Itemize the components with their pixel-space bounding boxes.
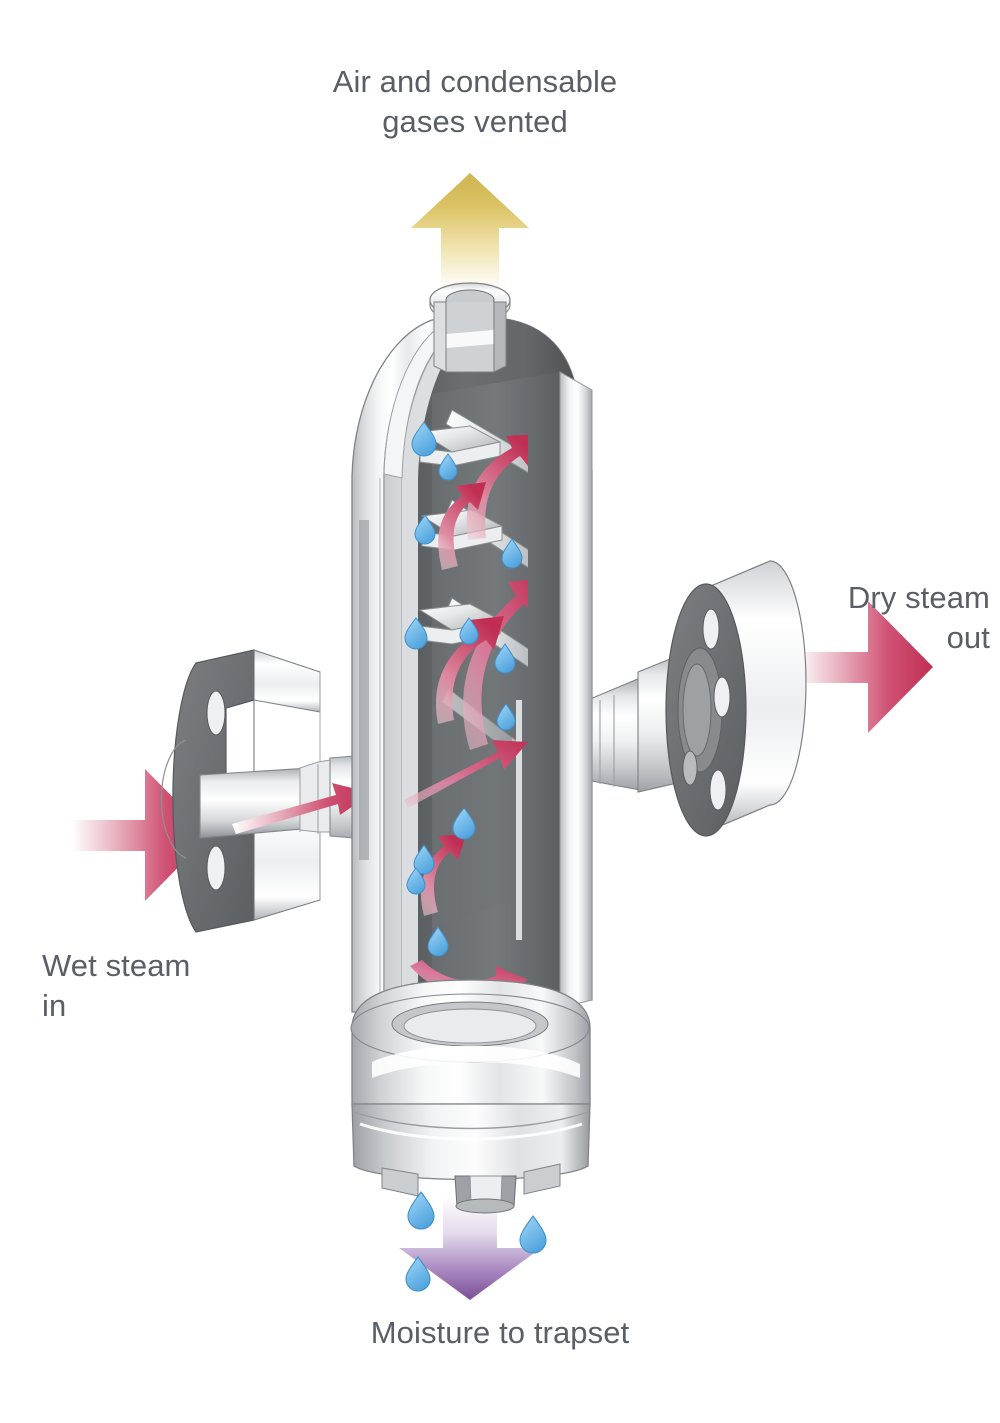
drain-arrow xyxy=(399,1196,541,1300)
label-air-and-condensable-gases-vented: Air and condensable gases vented xyxy=(332,64,618,139)
outlet-flange xyxy=(665,560,807,837)
inlet-bolt-holes xyxy=(206,690,226,891)
vent-arrow xyxy=(411,173,529,290)
outlet-arrow xyxy=(795,601,933,733)
droplets-drain xyxy=(405,1191,547,1292)
vent-nozzle xyxy=(429,282,511,373)
label-wet-steam-in: Wet steam in xyxy=(42,948,191,1023)
drain-nipple xyxy=(454,1175,517,1214)
label-dry-steam-out: Dry steam out xyxy=(847,580,990,655)
inlet-flow-arrow xyxy=(232,783,372,834)
label-moisture-to-trapset: Moisture to trapset xyxy=(370,1315,630,1350)
droplets-internal xyxy=(404,421,523,1012)
bottom-bowl xyxy=(350,979,591,1197)
separator-internals xyxy=(404,409,528,1012)
outlet-bolt-holes xyxy=(682,608,731,811)
